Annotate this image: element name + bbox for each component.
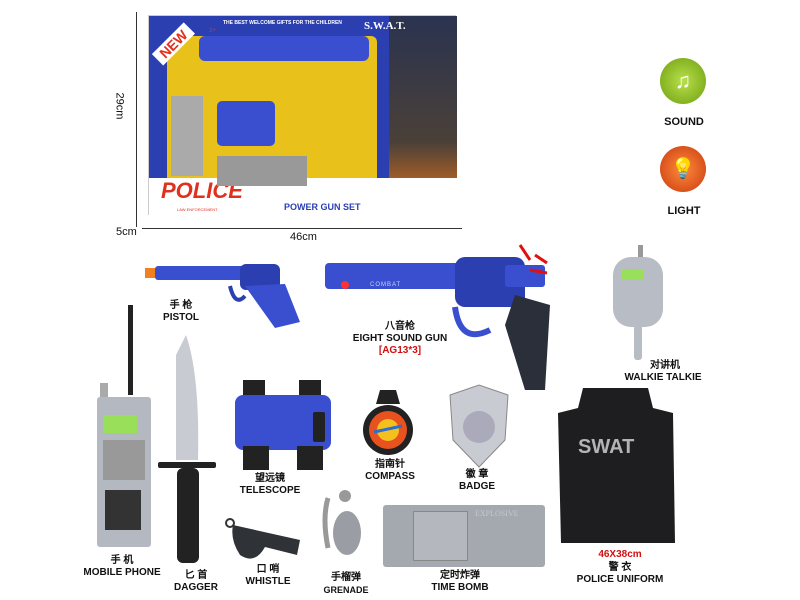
bomb-text: EXPLOSIVE [475,509,519,518]
battery-spec: [AG13*3] [378,345,422,356]
tray-gun [199,36,369,61]
depth-dimension: 5cm [116,226,137,238]
width-line [142,228,462,229]
bomb-timer [413,511,468,561]
uniform-size: 46X38cm [598,549,642,560]
tray-binoculars [217,101,275,146]
telescope-label-cn: 望远镜 [255,473,285,484]
uniform-label-cn: 警 衣 [608,562,632,573]
dagger-label: DAGGER [174,582,218,593]
dagger-label-cn: 匕 首 [184,570,208,581]
box-art [389,16,457,196]
mobile-phone-image [97,305,151,547]
set-name: POWER GUN SET [284,202,361,212]
grenade-label-cn: 手榴弹 [331,572,361,583]
pistol-label-cn: 手 枪 [169,300,193,311]
height-line [136,12,137,227]
height-dimension: 29cm [113,92,126,120]
bomb-label: TIME BOMB [431,582,489,593]
pistol-label: PISTOL [163,312,199,323]
dagger-image [158,335,216,563]
gun-engraving: COMBAT [370,282,402,288]
sound-gun-label: EIGHT SOUND GUN [352,333,448,344]
telescope-image [235,380,331,470]
light-label: LIGHT [667,205,701,217]
pistol-image [145,264,300,328]
uniform-print: SWAT [578,436,635,458]
badge-label: BADGE [458,481,496,492]
whistle-label: WHISTLE [245,576,291,587]
whistle-label-cn: 口 哨 [256,564,280,575]
grenade-label: GRENADE [323,585,369,595]
light-bulb-icon: 💡 [660,146,706,192]
width-dimension: 46cm [290,231,317,243]
compass-label-cn: 指南针 [375,459,405,470]
phone-label-cn: 手 机 [110,555,134,566]
package-box: NEW 3+ THE BEST WELCOME GIFTS FOR THE CH… [148,15,457,216]
compass-label: COMPASS [365,471,415,482]
tray-bomb [217,156,307,186]
sound-gun-image [325,244,550,390]
grenade-image [322,490,361,555]
bomb-label-cn: 定时炸弹 [440,570,480,581]
age-label: 3+ [209,28,216,34]
telescope-label: TELESCOPE [239,485,301,496]
uniform-label: POLICE UNIFORM [576,574,664,585]
compass-image [363,390,413,455]
badge-image [449,384,509,468]
whistle-image [225,518,300,559]
tray-radio [171,96,203,176]
badge-label-cn: 徽 章 [465,469,489,480]
music-note-icon: ♫ [660,58,706,104]
walkie-talkie-image [613,245,663,360]
sound-label: SOUND [664,116,704,128]
swat-title: S.W.A.T. [364,20,406,32]
walkie-label-cn: 对讲机 [650,360,680,371]
time-bomb-image: EXPLOSIVE [383,505,545,567]
tagline: THE BEST WELCOME GIFTS FOR THE CHILDREN [223,20,342,26]
phone-label: MOBILE PHONE [83,567,161,578]
brand-sub: LAW ENFORCEMENT [177,207,218,212]
sound-gun-label-cn: 八音枪 [385,321,415,332]
police-uniform-image [558,388,675,543]
walkie-label: WALKIE TALKIE [624,372,702,383]
